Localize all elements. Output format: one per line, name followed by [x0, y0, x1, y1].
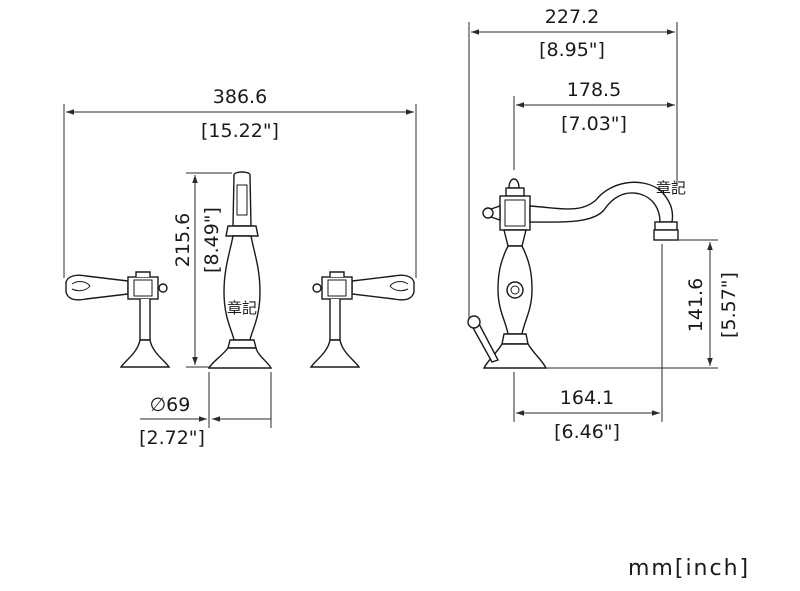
overall-width-in: [15.22"] — [201, 120, 279, 142]
watermark-front: 章記 — [227, 299, 257, 317]
height-in: [8.49"] — [201, 207, 223, 273]
units-label: mm[inch] — [628, 556, 751, 581]
base-diameter-mm: ∅69 — [150, 394, 191, 416]
front-spout — [207, 171, 273, 369]
spout-reach-mm: 178.5 — [567, 79, 621, 101]
right-handle — [309, 271, 415, 368]
overall-width-mm: 386.6 — [213, 86, 267, 108]
side-view: 227.2 [8.95"] 178.5 [7.03"] 141.6 [5.57"… — [467, 6, 740, 443]
base-diameter-in: [2.72"] — [139, 427, 205, 449]
base-offset-mm: 164.1 — [560, 387, 614, 409]
spout-reach-in: [7.03"] — [561, 113, 627, 135]
spout-height-mm: 141.6 — [685, 278, 707, 332]
height-mm: 215.6 — [172, 213, 194, 267]
spout-length-in: [8.95"] — [539, 39, 605, 61]
base-offset-in: [6.46"] — [554, 421, 620, 443]
front-view: 386.6 [15.22"] 215.6 [8.49"] ∅69 [2.72"] — [63, 86, 417, 449]
left-handle — [65, 271, 171, 368]
spout-height-in: [5.57"] — [718, 272, 740, 338]
watermark-side: 章記 — [656, 179, 686, 197]
spout-length-mm: 227.2 — [545, 6, 599, 28]
side-faucet-body — [467, 178, 679, 369]
